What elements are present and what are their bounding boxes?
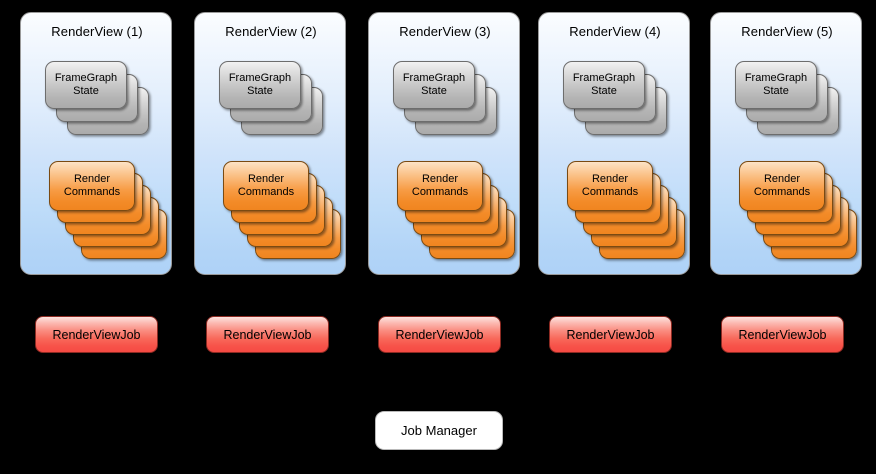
render-view-job-button-3[interactable]: RenderViewJob: [378, 316, 501, 353]
render-view-title: RenderView (4): [569, 24, 661, 39]
render-commands-label-line1: Render: [73, 173, 111, 185]
framegraph-state-label-line1: FrameGraph: [572, 72, 636, 84]
render-view-job-label: RenderViewJob: [738, 327, 827, 342]
render-view-job-button-2[interactable]: RenderViewJob: [206, 316, 329, 353]
render-view-job-label: RenderViewJob: [566, 327, 655, 342]
render-commands-label-line2: Commands: [237, 186, 295, 198]
render-view-title: RenderView (5): [741, 24, 833, 39]
render-commands-label-line2: Commands: [63, 186, 121, 198]
render-commands-label-line1: Render: [247, 173, 285, 185]
render-commands-label-line2: Commands: [411, 186, 469, 198]
framegraph-state-label-line1: FrameGraph: [228, 72, 292, 84]
job-manager-label: Job Manager: [401, 423, 477, 438]
job-manager-node[interactable]: Job Manager: [375, 411, 503, 450]
framegraph-state-label-line1: FrameGraph: [402, 72, 466, 84]
render-view-job-button-5[interactable]: RenderViewJob: [721, 316, 844, 353]
render-view-title: RenderView (2): [225, 24, 317, 39]
framegraph-state-label-line2: State: [591, 85, 617, 97]
render-view-title: RenderView (3): [399, 24, 491, 39]
render-view-job-label: RenderViewJob: [395, 327, 484, 342]
render-commands-label-line1: Render: [763, 173, 801, 185]
render-view-title: RenderView (1): [51, 24, 143, 39]
render-view-job-label: RenderViewJob: [223, 327, 312, 342]
render-view-jobs-row: RenderViewJob RenderViewJob RenderViewJob R…: [0, 316, 876, 354]
framegraph-state-label-line2: State: [763, 85, 789, 97]
render-view-job-label: RenderViewJob: [52, 327, 141, 342]
framegraph-state-label-line1: FrameGraph: [744, 72, 808, 84]
render-commands-label-line1: Render: [591, 173, 629, 185]
render-commands-label-line1: Render: [421, 173, 459, 185]
framegraph-state-label-line1: FrameGraph: [54, 72, 118, 84]
render-commands-label-line2: Commands: [753, 186, 811, 198]
framegraph-state-label-line2: State: [73, 85, 99, 97]
framegraph-state-label-line2: State: [421, 85, 447, 97]
render-commands-label-line2: Commands: [581, 186, 639, 198]
render-view-job-button-4[interactable]: RenderViewJob: [549, 316, 672, 353]
render-view-job-button-1[interactable]: RenderViewJob: [35, 316, 158, 353]
framegraph-state-label-line2: State: [247, 85, 273, 97]
